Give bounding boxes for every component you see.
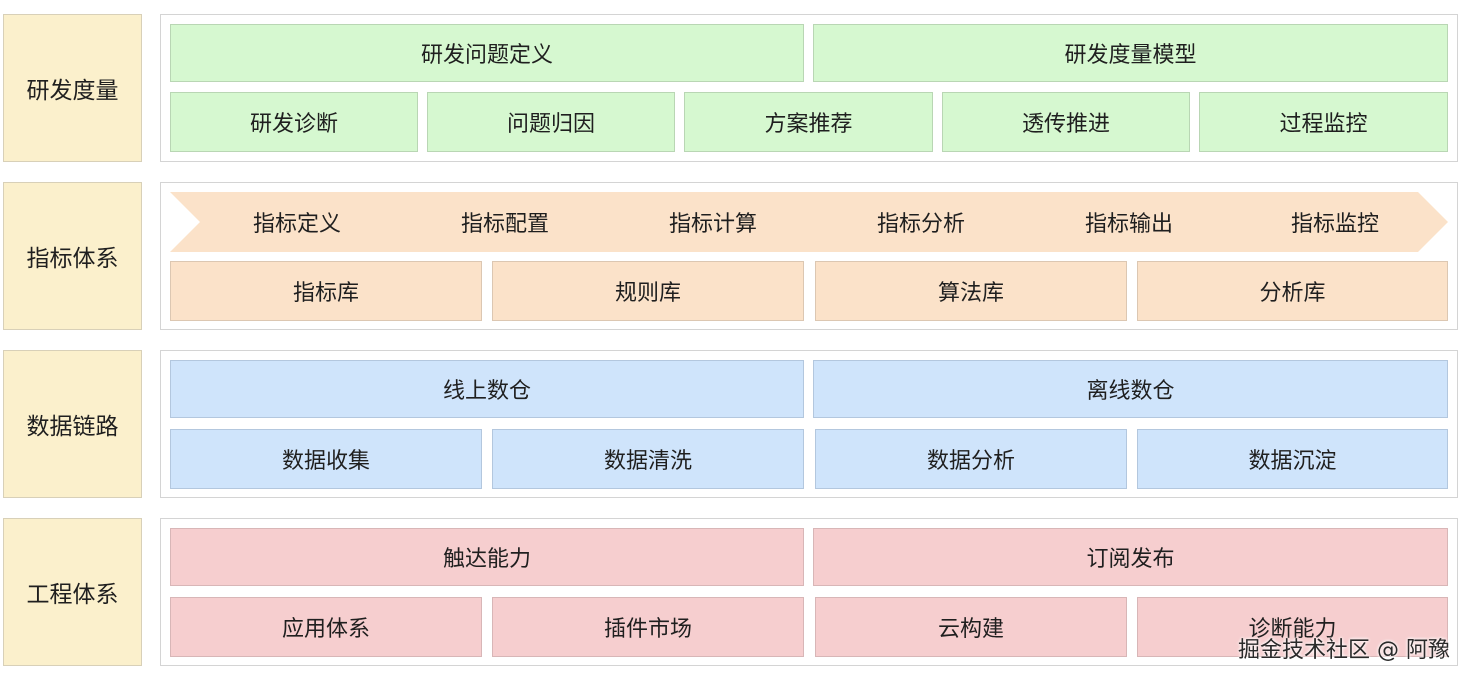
flow-step-output: 指标输出	[1002, 192, 1242, 252]
plugin-market: 插件市场	[492, 597, 804, 657]
transparent-push: 透传推进	[942, 92, 1190, 152]
solution-recommend: 方案推荐	[684, 92, 933, 152]
rd-diagnosis: 研发诊断	[170, 92, 418, 152]
subscribe-publish: 订阅发布	[813, 528, 1448, 586]
data-cleaning: 数据清洗	[492, 429, 804, 489]
offline-warehouse: 离线数仓	[813, 360, 1448, 418]
row-label-engineering-system: 工程体系	[3, 518, 142, 666]
flow-step-configure: 指标配置	[378, 192, 618, 252]
row-label-text: 指标体系	[26, 246, 119, 272]
data-collection: 数据收集	[170, 429, 482, 489]
row-label-rd-metrics: 研发度量	[3, 14, 142, 162]
rd-problem-definition: 研发问题定义	[170, 24, 804, 82]
flow-step-analyze: 指标分析	[794, 192, 1034, 252]
row-label-indicator-system: 指标体系	[3, 182, 142, 330]
flow-step-monitor: 指标监控	[1208, 192, 1448, 252]
process-monitoring: 过程监控	[1199, 92, 1448, 152]
flow-step-define: 指标定义	[170, 192, 410, 252]
online-warehouse: 线上数仓	[170, 360, 804, 418]
cloud-build: 云构建	[815, 597, 1127, 657]
problem-attribution: 问题归因	[427, 92, 675, 152]
diagnosis-capability: 诊断能力	[1137, 597, 1448, 657]
application-system: 应用体系	[170, 597, 482, 657]
data-sedimentation: 数据沉淀	[1137, 429, 1448, 489]
row-label-text: 工程体系	[26, 582, 119, 608]
watermark: 掘金技术社区 @ 阿豫	[1238, 638, 1450, 663]
row-label-text: 数据链路	[26, 414, 119, 440]
analysis-library: 分析库	[1137, 261, 1448, 321]
indicator-library: 指标库	[170, 261, 482, 321]
reach-capability: 触达能力	[170, 528, 804, 586]
rd-metrics-model: 研发度量模型	[813, 24, 1448, 82]
row-label-text: 研发度量	[26, 78, 119, 104]
rule-library: 规则库	[492, 261, 804, 321]
algorithm-library: 算法库	[815, 261, 1127, 321]
row-label-data-pipeline: 数据链路	[3, 350, 142, 498]
flow-step-compute: 指标计算	[586, 192, 826, 252]
data-analysis: 数据分析	[815, 429, 1127, 489]
